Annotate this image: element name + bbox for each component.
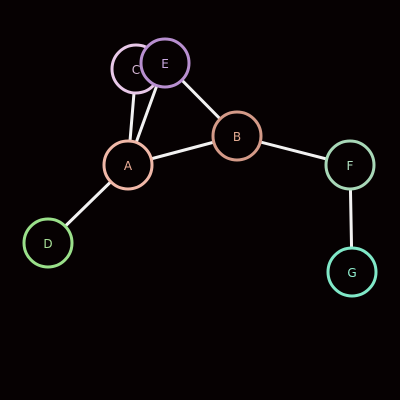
node-label-b: B [233, 130, 241, 144]
node-circle-d [22, 217, 74, 269]
node-label-g: G [347, 266, 356, 280]
node-label-f: F [347, 159, 354, 173]
node-e: E [139, 37, 191, 89]
node-b: B [211, 110, 263, 162]
node-d: D [22, 217, 74, 269]
node-f: F [324, 139, 376, 191]
node-circle-e [139, 37, 191, 89]
node-circle-b [211, 110, 263, 162]
node-circle-f [324, 139, 376, 191]
node-circle-a [102, 139, 154, 191]
node-g: G [326, 246, 378, 298]
node-label-c: C [132, 63, 140, 77]
node-a: A [102, 139, 154, 191]
node-label-d: D [43, 237, 52, 251]
node-circle-g [326, 246, 378, 298]
nodes-layer: C E A B D F G [22, 37, 378, 298]
node-label-a: A [124, 159, 133, 173]
node-label-e: E [161, 57, 169, 71]
